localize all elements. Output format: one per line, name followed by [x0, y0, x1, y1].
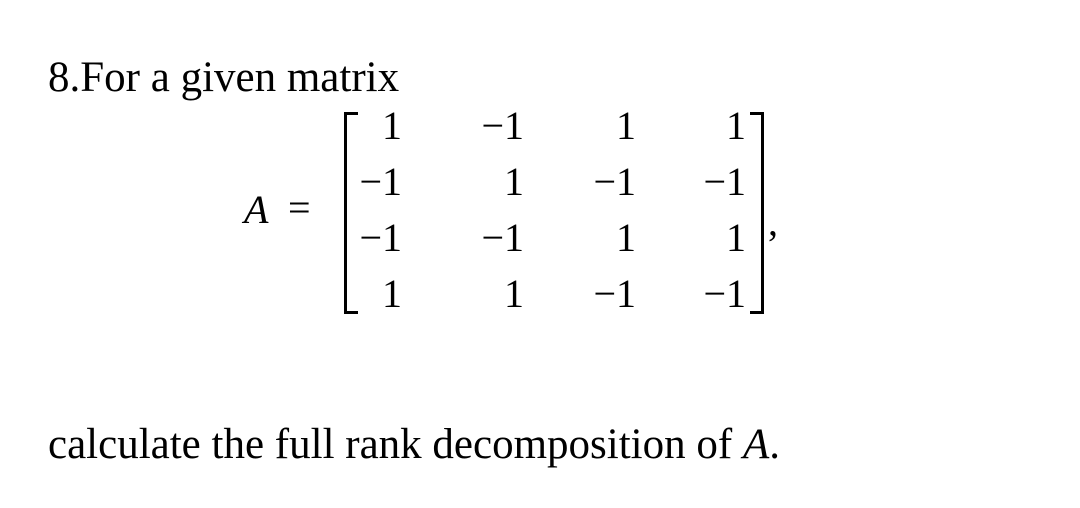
matrix-cell-r4-c4: −1	[703, 271, 746, 316]
equals-sign: =	[288, 185, 311, 230]
problem-heading: 8.For a given matrix	[48, 54, 400, 101]
instruction-body: calculate the full rank decomposition of	[48, 421, 743, 468]
matrix-cell-r3-c4: 1	[726, 215, 746, 260]
matrix-cell-r3-c3: 1	[616, 215, 636, 260]
matrix-equation: A = 1 −1 1 1 −1 1 −1 −1 −1 −1 1 1 1 1 −1 −1 ,	[244, 103, 778, 316]
matrix-cell-r1-c1: 1	[382, 103, 402, 148]
trailing-comma: ,	[768, 199, 778, 244]
instruction-period: .	[769, 421, 780, 468]
matrix-cell-r1-c2: −1	[481, 103, 524, 148]
instruction-variable: A	[742, 421, 770, 468]
matrix-cell-r3-c1: −1	[359, 215, 402, 260]
matrix-cell-r1-c4: 1	[726, 103, 746, 148]
matrix-cell-r4-c3: −1	[593, 271, 636, 316]
matrix-cell-r2-c1: −1	[359, 159, 402, 204]
right-bracket	[750, 112, 764, 314]
matrix-cell-r2-c2: 1	[504, 159, 524, 204]
matrix-cell-r1-c3: 1	[616, 103, 636, 148]
matrix-cell-r4-c1: 1	[382, 271, 402, 316]
instruction-text: calculate the full rank decomposition of…	[48, 420, 780, 470]
matrix-cell-r3-c2: −1	[481, 215, 524, 260]
matrix-cell-r4-c2: 1	[504, 271, 524, 316]
matrix-cell-r2-c4: −1	[703, 159, 746, 204]
matrix-cell-r2-c3: −1	[593, 159, 636, 204]
matrix-variable: A	[244, 187, 269, 232]
left-bracket	[344, 112, 358, 314]
